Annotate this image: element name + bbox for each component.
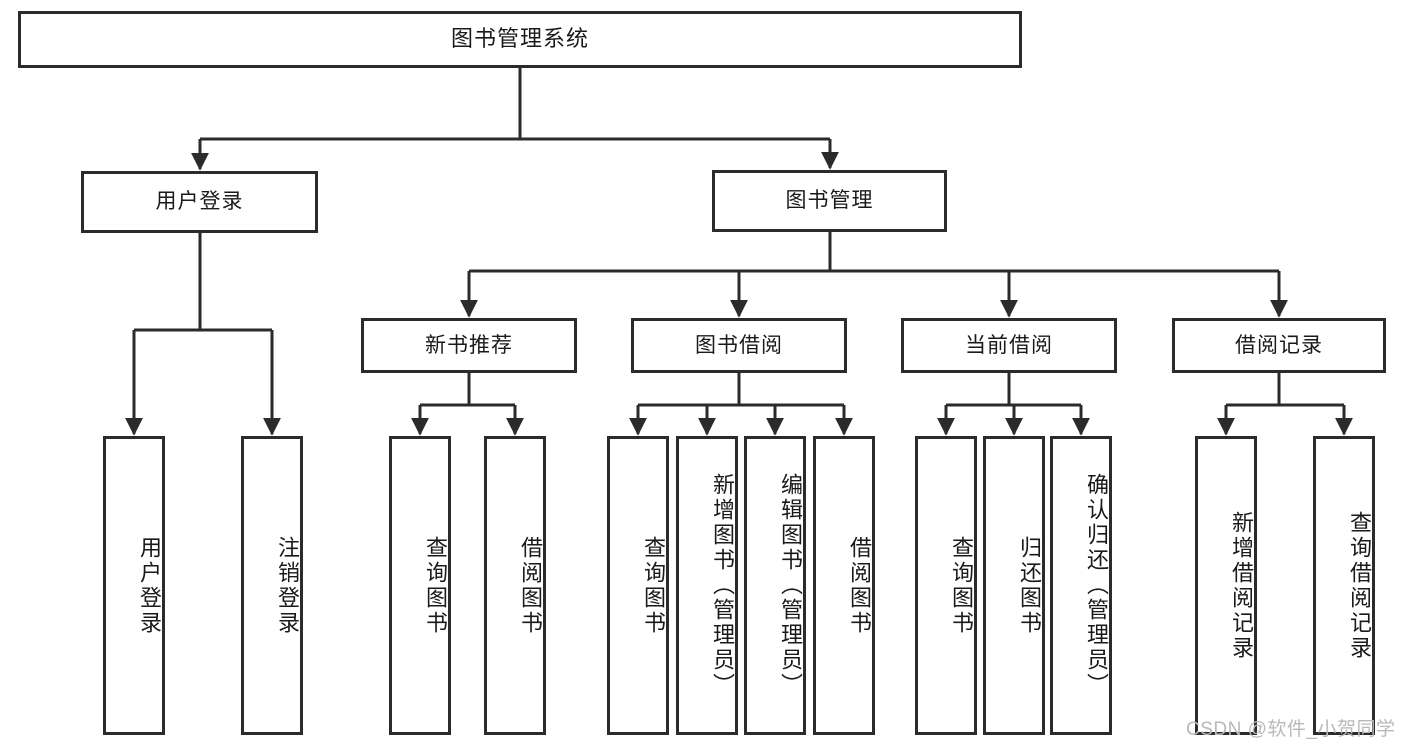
node-user-login-do-label: 用户登录 <box>137 535 162 636</box>
node-borrow-record-label: 借阅记录 <box>1235 333 1323 357</box>
node-new-book-recommend-label: 新书推荐 <box>425 333 513 357</box>
node-edit-book-admin-label: 编辑图书（管理员） <box>778 473 803 698</box>
node-add-book-admin[interactable]: 新增图书（管理员） <box>676 436 738 735</box>
node-return-book[interactable]: 归还图书 <box>983 436 1045 735</box>
node-borrow-record[interactable]: 借阅记录 <box>1172 318 1386 373</box>
node-add-book-admin-label: 新增图书（管理员） <box>710 473 735 698</box>
node-query-borrow-record[interactable]: 查询借阅记录 <box>1313 436 1375 735</box>
node-root-label: 图书管理系统 <box>450 26 589 52</box>
node-book-borrow-label: 图书借阅 <box>695 333 783 357</box>
node-add-borrow-record-label: 新增借阅记录 <box>1229 510 1254 661</box>
node-query-book-borrow-label: 查询图书 <box>641 535 666 636</box>
node-user-logout[interactable]: 注销登录 <box>241 436 303 735</box>
node-user-logout-label: 注销登录 <box>275 535 300 636</box>
watermark: CSDN @软件_小贺同学 <box>1186 719 1396 740</box>
node-borrow-book-label: 借阅图书 <box>847 535 872 636</box>
node-user-login-label: 用户登录 <box>155 190 244 214</box>
node-borrow-book[interactable]: 借阅图书 <box>813 436 875 735</box>
node-new-book-recommend[interactable]: 新书推荐 <box>361 318 577 373</box>
node-return-book-label: 归还图书 <box>1017 535 1042 636</box>
node-query-book-current-label: 查询图书 <box>949 535 974 636</box>
node-query-borrow-record-label: 查询借阅记录 <box>1347 510 1372 661</box>
node-user-login[interactable]: 用户登录 <box>81 171 318 233</box>
node-book-manage[interactable]: 图书管理 <box>712 170 947 232</box>
node-confirm-return-admin-label: 确认归还（管理员） <box>1084 473 1109 698</box>
node-book-manage-label: 图书管理 <box>785 189 874 213</box>
node-query-book-recommend[interactable]: 查询图书 <box>389 436 451 735</box>
node-edit-book-admin[interactable]: 编辑图书（管理员） <box>744 436 806 735</box>
node-user-login-do[interactable]: 用户登录 <box>103 436 165 735</box>
node-book-borrow[interactable]: 图书借阅 <box>631 318 847 373</box>
node-query-book-recommend-label: 查询图书 <box>423 535 448 636</box>
node-current-borrow[interactable]: 当前借阅 <box>901 318 1117 373</box>
node-confirm-return-admin[interactable]: 确认归还（管理员） <box>1050 436 1112 735</box>
node-query-book-current[interactable]: 查询图书 <box>915 436 977 735</box>
node-root[interactable]: 图书管理系统 <box>18 11 1022 68</box>
node-borrow-book-recommend[interactable]: 借阅图书 <box>484 436 546 735</box>
node-borrow-book-recommend-label: 借阅图书 <box>518 535 543 636</box>
node-current-borrow-label: 当前借阅 <box>965 333 1053 357</box>
node-query-book-borrow[interactable]: 查询图书 <box>607 436 669 735</box>
node-add-borrow-record[interactable]: 新增借阅记录 <box>1195 436 1257 735</box>
